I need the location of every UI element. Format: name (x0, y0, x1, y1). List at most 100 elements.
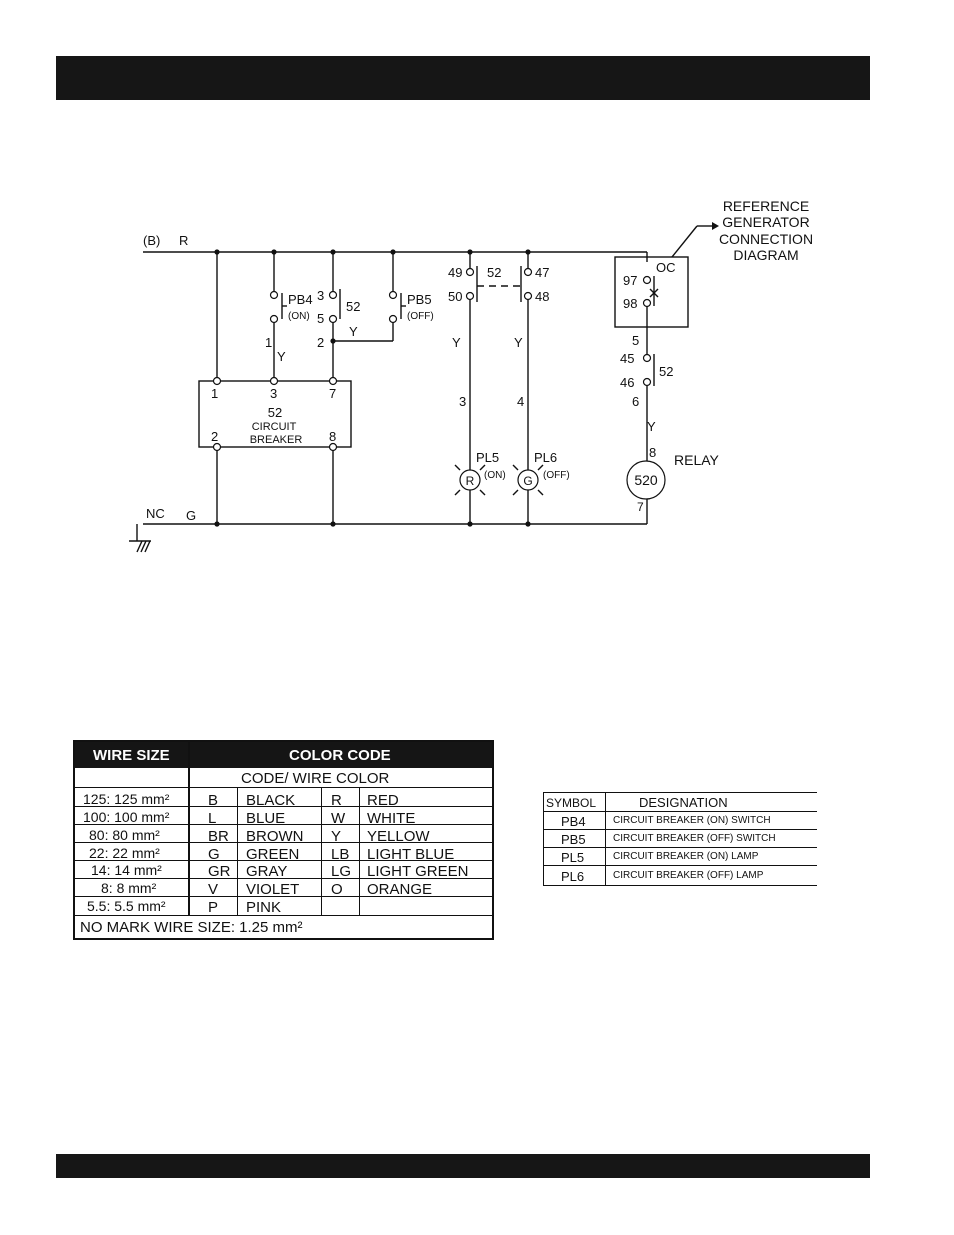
wire-y-label: Y (277, 349, 286, 364)
reference-note: REFERENCE GENERATOR CONNECTION DIAGRAM (719, 198, 813, 263)
wire-color-table: WIRE SIZE COLOR CODE CODE/ WIRE COLOR 12… (73, 740, 494, 940)
pl6-sublabel: (OFF) (543, 470, 570, 481)
top-wire-label-b: (B) (143, 233, 160, 248)
wire-6-label: 6 (632, 394, 639, 409)
terminal-97: 97 (623, 273, 637, 288)
contact-52-label: 52 (346, 299, 360, 314)
terminal-2: 2 (317, 335, 324, 350)
pb4-label: PB4 (288, 292, 313, 307)
aux-52-label: 52 (487, 265, 501, 280)
divider (75, 860, 492, 861)
top-wire-label-r: R (179, 233, 188, 248)
wire-8-label: 8 (649, 445, 656, 460)
wire-7-label: 7 (637, 500, 644, 514)
bottom-wire-label-nc: NC (146, 506, 165, 521)
symbol-header: SYMBOL (546, 796, 597, 810)
wire-table-footer: NO MARK WIRE SIZE: 1.25 mm² (80, 919, 303, 936)
breaker-terminal-2: 2 (211, 429, 218, 444)
svg-text:CONNECTION: CONNECTION (719, 231, 813, 247)
pl5-label: PL5 (476, 450, 499, 465)
terminal-45: 45 (620, 351, 634, 366)
wire-y-label: Y (349, 324, 358, 339)
designation-header: DESIGNATION (639, 795, 728, 810)
divider (543, 885, 817, 886)
wire-size-header: WIRE SIZE (93, 747, 170, 764)
branch-wires (216, 252, 648, 524)
divider (188, 742, 190, 916)
junction-dots (214, 249, 531, 527)
reference-arrow (671, 222, 719, 258)
oc-label: OC (656, 260, 676, 275)
wire-y-label: Y (514, 335, 523, 350)
breaker-terminal-3: 3 (270, 386, 277, 401)
svg-text:REFERENCE: REFERENCE (723, 198, 809, 214)
wire-y-label: Y (452, 335, 461, 350)
wire-3-label: 3 (459, 394, 466, 409)
wire-5-label: 5 (632, 333, 639, 348)
relay-520: 520 RELAY (626, 452, 720, 500)
breaker-number: 52 (268, 405, 282, 420)
breaker-terminal-8: 8 (329, 429, 336, 444)
pb5-sublabel: (OFF) (407, 311, 434, 322)
divider (543, 792, 544, 886)
breaker-label-line1: CIRCUIT (252, 421, 297, 433)
terminal-5: 5 (317, 311, 324, 326)
divider (543, 847, 817, 848)
breaker-terminal-1: 1 (211, 386, 218, 401)
terminal-46: 46 (620, 375, 634, 390)
pb4-switch: PB4 (ON) (269, 290, 313, 324)
divider (75, 806, 492, 807)
pl6-letter: G (523, 474, 532, 488)
bottom-wire-label-g: G (186, 508, 196, 523)
pl5-lamp: R PL5 (ON) (454, 450, 506, 496)
divider (492, 788, 493, 916)
divider (75, 915, 492, 916)
relay-number: 520 (634, 472, 658, 488)
wiring-diagram: PB4 (ON) 3 5 52 PB5 (OFF) Y 2 1 Y 1 3 7 … (129, 198, 813, 553)
wire-y-label: Y (647, 419, 656, 434)
contact-52: 3 5 52 (317, 288, 360, 326)
relay-contact-52: 45 46 52 (620, 351, 673, 390)
divider (75, 878, 492, 879)
pl5-sublabel: (ON) (484, 470, 506, 481)
bottom-bus-wire (129, 523, 647, 553)
wire-table-header: WIRE SIZE COLOR CODE (75, 742, 492, 768)
divider (543, 865, 817, 866)
circuit-breaker-52: 1 3 7 2 8 52 CIRCUIT BREAKER (198, 376, 352, 452)
symbol-table: SYMBOL DESIGNATION PB4 CIRCUIT BREAKER (… (543, 792, 817, 887)
pl6-lamp: G PL6 (OFF) (512, 450, 570, 496)
pb4-sublabel: (ON) (288, 311, 310, 322)
relay-contact-52-label: 52 (659, 364, 673, 379)
aux-contact-52: 49 50 47 48 52 (448, 265, 549, 304)
terminal-98: 98 (623, 296, 637, 311)
wire-4-label: 4 (517, 394, 524, 409)
svg-text:GENERATOR: GENERATOR (722, 214, 809, 230)
divider (543, 829, 817, 830)
header-bar (56, 56, 870, 100)
svg-text:DIAGRAM: DIAGRAM (733, 247, 798, 263)
pl6-label: PL6 (534, 450, 557, 465)
divider (75, 896, 492, 897)
terminal-50: 50 (448, 289, 462, 304)
color-code-header: COLOR CODE (289, 747, 391, 764)
terminal-49: 49 (448, 265, 462, 280)
divider (75, 824, 492, 825)
relay-label: RELAY (674, 452, 720, 468)
terminal-48: 48 (535, 289, 549, 304)
divider (543, 792, 817, 793)
pl5-letter: R (466, 474, 475, 488)
oc-box: 97 98 OC (614, 256, 689, 328)
divider (237, 788, 238, 916)
footer-bar (56, 1154, 870, 1178)
divider (321, 788, 322, 916)
terminal-3: 3 (317, 288, 324, 303)
terminal-47: 47 (535, 265, 549, 280)
subheader: CODE/ WIRE COLOR (241, 770, 390, 787)
divider (75, 787, 492, 788)
breaker-label-line2: BREAKER (250, 434, 303, 446)
divider (605, 792, 606, 886)
pb5-switch: PB5 (OFF) (388, 290, 434, 324)
breaker-terminal-7: 7 (329, 386, 336, 401)
divider (359, 788, 360, 916)
wire-1-label: 1 (265, 335, 272, 350)
